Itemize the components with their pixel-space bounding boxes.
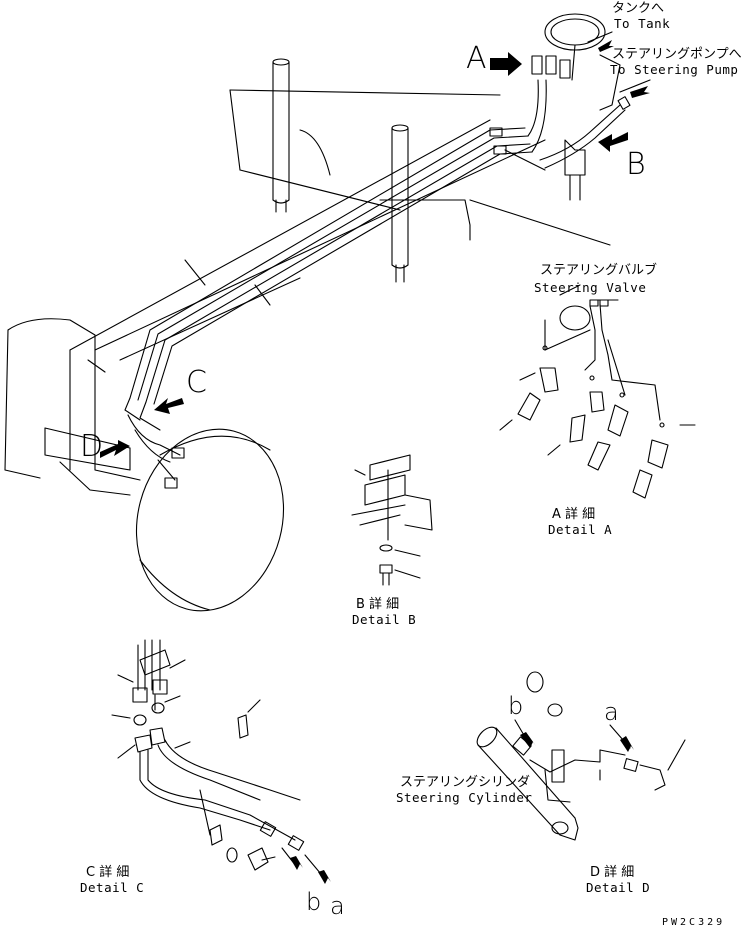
to-tank-arrow: [598, 40, 614, 52]
to-tank-label-jp: タンクへ: [612, 1, 665, 16]
front-wheel: [135, 428, 285, 612]
detail-a-caption-jp: A 詳 細: [552, 507, 596, 522]
detail-a-drawing: [499, 284, 696, 499]
steering-valve-label-jp: ステアリングバルブ: [540, 263, 658, 278]
detail-c-caption-en: Detail C: [80, 880, 145, 895]
view-arrow-b: [598, 132, 628, 152]
cylinder-mark-a: a: [604, 698, 619, 726]
connection-mark-b: b: [306, 888, 322, 916]
cylinder-mark-b: b: [508, 692, 524, 720]
detail-c-drawing: [111, 639, 305, 871]
machine-frame: [4, 89, 611, 496]
detail-b-drawing: [351, 454, 433, 586]
steering-cylinder-label-jp: ステアリングシリンダ: [400, 775, 531, 790]
detail-d-caption-jp: D 詳 細: [590, 865, 635, 880]
view-arrows: [100, 52, 628, 458]
detail-b-caption-en: Detail B: [352, 612, 417, 627]
to-pump-arrow: [630, 86, 650, 98]
view-letter-d: D: [80, 429, 104, 464]
view-letter-c: C: [186, 365, 207, 400]
view-arrow-d: [100, 440, 130, 458]
view-arrow-a: [490, 52, 522, 76]
steering-valve-label-en: Steering Valve: [534, 280, 647, 295]
detail-d-caption-en: Detail D: [586, 880, 651, 895]
to-pump-label-jp: ステアリングポンプへ: [612, 47, 742, 62]
detail-d-marks: [520, 732, 634, 752]
steering-cylinder-label-en: Steering Cylinder: [396, 790, 533, 805]
detail-b-caption-jp: B 詳 細: [356, 597, 400, 612]
to-tank-label-en: To Tank: [614, 16, 671, 31]
detail-a-caption-en: Detail A: [548, 522, 613, 537]
view-letter-a: A: [466, 41, 487, 76]
detail-d-drawing: [476, 671, 686, 841]
outlet-arrows: [598, 40, 650, 98]
detail-c-caption-jp: C 詳 細: [86, 865, 130, 880]
drawing-code: PW2C329: [662, 917, 726, 928]
connection-mark-a: a: [330, 892, 345, 920]
hydraulic-tubes: [124, 13, 631, 489]
cab-posts: [272, 58, 409, 283]
view-arrow-c: [154, 398, 184, 414]
to-pump-label-en: To Steering Pump: [610, 62, 739, 77]
view-letter-b: B: [626, 147, 646, 182]
detail-c-outlets: [290, 856, 331, 884]
